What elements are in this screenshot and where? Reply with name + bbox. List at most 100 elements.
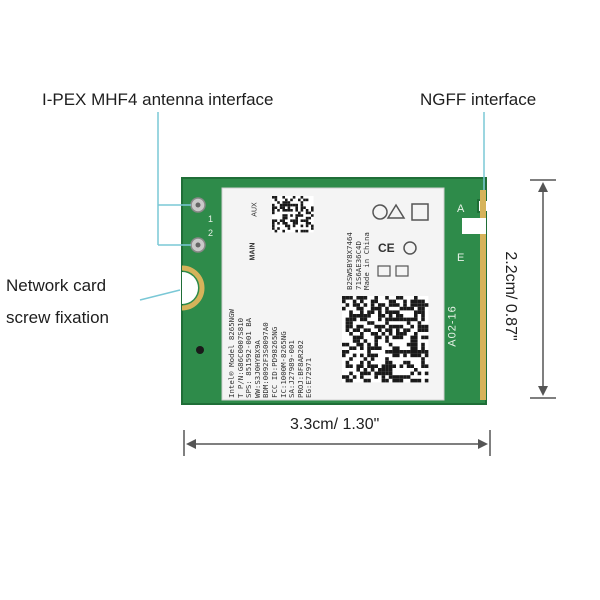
- qr-module: [285, 203, 288, 207]
- qr-module: [311, 224, 314, 228]
- qr-module: [356, 342, 360, 347]
- qr-module: [410, 306, 414, 311]
- qr-module: [287, 203, 291, 207]
- qr-module: [305, 229, 309, 233]
- qr-module: [349, 296, 353, 300]
- qr-module: [406, 350, 411, 354]
- qr-module: [378, 368, 382, 372]
- qr-module: [356, 296, 360, 300]
- qr-module: [385, 371, 389, 376]
- qr-module: [424, 364, 429, 368]
- qr-module: [421, 299, 425, 304]
- qr-module: [424, 335, 429, 340]
- qr-module: [290, 214, 293, 217]
- qr-module: [282, 206, 285, 209]
- qr-module: [414, 332, 418, 336]
- antenna-interface-label: I-PEX MHF4 antenna interface: [42, 90, 274, 109]
- qr-module: [360, 296, 364, 300]
- qr-module: [385, 321, 389, 325]
- qr-module: [374, 306, 378, 311]
- qr-module: [388, 371, 393, 376]
- qr-module: [399, 314, 404, 318]
- qr-module: [414, 346, 418, 350]
- qr-module: [352, 299, 357, 304]
- qr-module: [300, 203, 304, 207]
- qr-module: [300, 206, 304, 209]
- qr-module: [374, 342, 378, 347]
- qr-module: [417, 303, 422, 307]
- qr-module: [360, 317, 364, 322]
- qr-module: [345, 360, 350, 365]
- qr-module: [295, 214, 298, 217]
- qr-module: [396, 350, 400, 354]
- qr-module: [424, 371, 429, 376]
- qr-module: [277, 227, 280, 230]
- qr-module: [272, 224, 275, 228]
- qr-module: [352, 303, 357, 307]
- qr-module: [295, 222, 298, 225]
- qr-module: [378, 324, 382, 329]
- qr-module: [414, 299, 418, 304]
- qr-module: [396, 328, 400, 332]
- qr-module: [282, 201, 285, 204]
- qr-module: [414, 378, 418, 383]
- qr-module: [349, 321, 353, 325]
- main-label: MAIN: [249, 242, 257, 261]
- qr-module: [374, 371, 378, 376]
- qr-module: [345, 303, 350, 307]
- qr-module: [352, 317, 357, 322]
- cert-square-icon: [411, 203, 429, 221]
- qr-module: [370, 353, 375, 358]
- qr-module: [282, 196, 285, 199]
- qr-module: [342, 353, 346, 358]
- qr-module: [414, 303, 418, 307]
- qr-module: [396, 378, 400, 383]
- qr-module: [385, 360, 389, 365]
- qr-module: [381, 303, 386, 307]
- qr-module: [410, 342, 414, 347]
- qr-module: [378, 328, 382, 332]
- qr-module: [385, 328, 389, 332]
- qr-module: [410, 364, 414, 368]
- qr-module: [417, 378, 422, 383]
- qr-module: [285, 198, 288, 202]
- cert-triangle-icon: [386, 203, 406, 219]
- height-dimension: [530, 179, 556, 399]
- antenna-number-2: 2: [208, 228, 214, 238]
- qr-module: [295, 206, 298, 209]
- qr-module: [360, 353, 364, 358]
- qr-module: [392, 353, 396, 358]
- qr-module: [392, 364, 396, 368]
- qr-module: [374, 364, 378, 368]
- qr-module: [363, 378, 368, 383]
- qr-module: [311, 209, 314, 212]
- qr-module: [417, 350, 422, 354]
- cert-circle-icon: [403, 241, 417, 255]
- qr-module: [272, 219, 275, 222]
- qr-module: [285, 209, 288, 212]
- qr-module: [403, 303, 407, 307]
- qr-module: [381, 332, 386, 336]
- qr-module: [378, 303, 382, 307]
- qr-module: [424, 353, 429, 358]
- qr-module: [403, 375, 407, 379]
- qr-module: [295, 216, 298, 220]
- qr-module: [274, 206, 278, 209]
- qr-module: [367, 371, 371, 376]
- qr-module: [396, 335, 400, 340]
- sticker-line: EG:E72971: [304, 357, 314, 398]
- qr-module: [399, 378, 404, 383]
- qr-module: [279, 219, 283, 222]
- qr-module: [417, 321, 422, 325]
- qr-module: [277, 209, 280, 212]
- qr-code-small: [272, 196, 314, 233]
- qr-module: [279, 206, 283, 209]
- sticker-text-block: Intel® Model 8265NGW T P/N:G86C0007S810 …: [227, 188, 314, 398]
- qr-module: [414, 314, 418, 318]
- ngff-interface-label: NGFF interface: [420, 90, 537, 109]
- qr-module: [287, 227, 291, 230]
- qr-module: [345, 296, 350, 300]
- qr-module: [392, 375, 396, 379]
- qr-module: [410, 346, 414, 350]
- qr-module: [272, 203, 275, 207]
